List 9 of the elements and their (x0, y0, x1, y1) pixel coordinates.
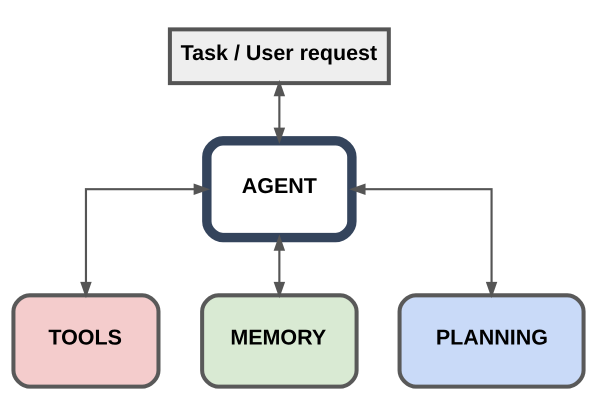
arrow (349, 183, 498, 298)
node-box: MEMORY (200, 293, 359, 389)
node-box: AGENT (202, 136, 357, 242)
arrow (274, 234, 286, 298)
arrow (80, 183, 210, 298)
node-box: TOOLS (11, 293, 160, 389)
node-box: Task / User request (168, 27, 391, 86)
node-box: PLANNING (398, 293, 586, 389)
arrow (274, 80, 286, 144)
